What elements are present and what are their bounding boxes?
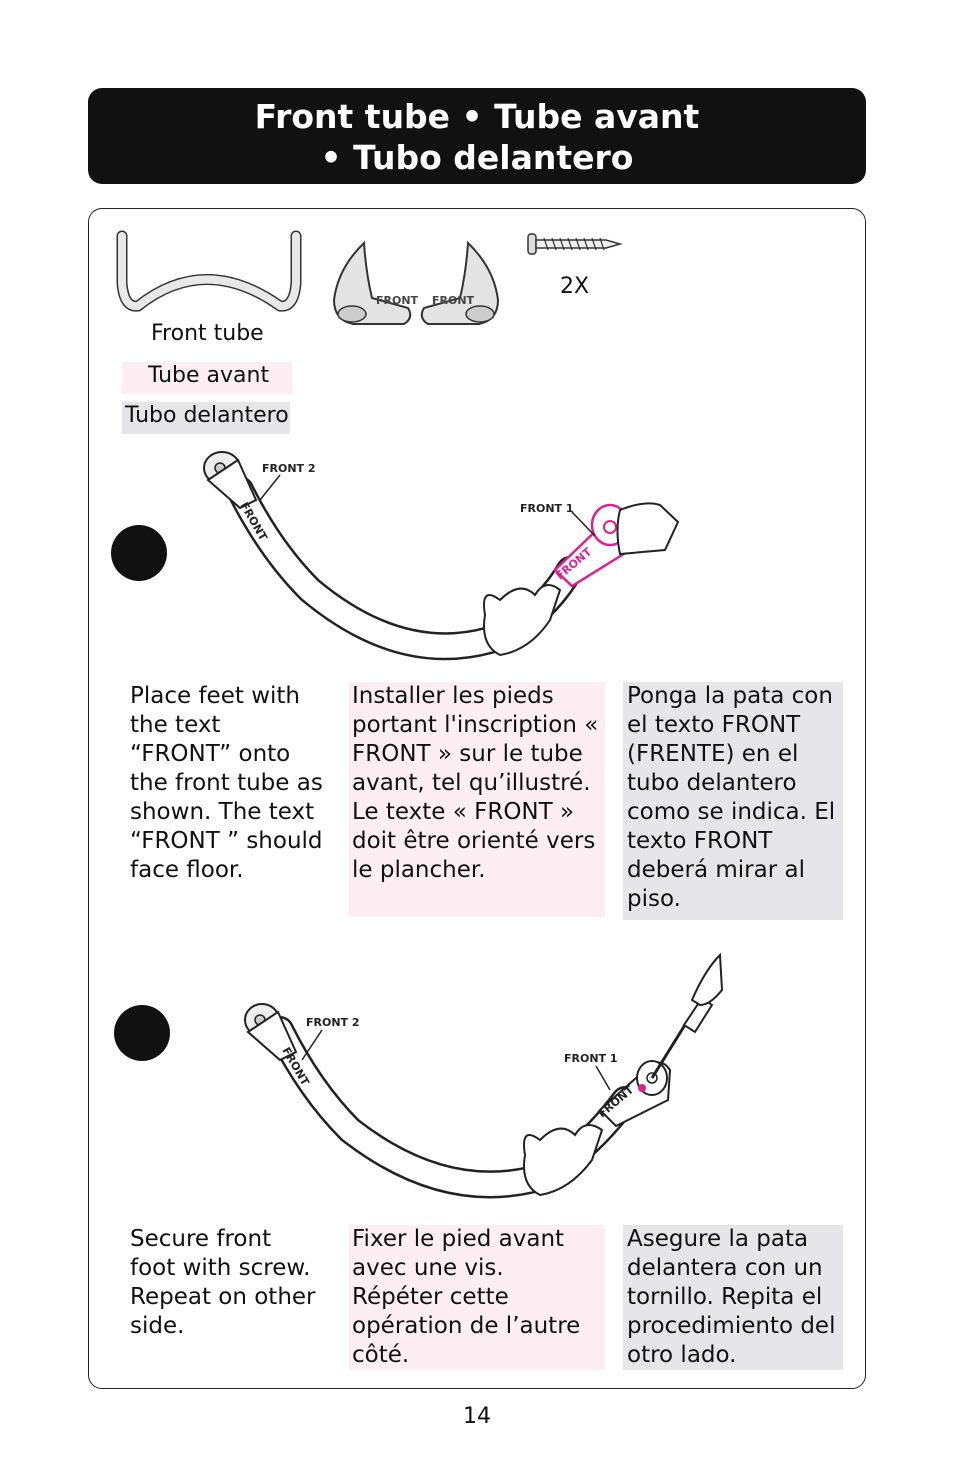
foot-left-text: FRONT	[376, 294, 419, 307]
step-1-text-es: Ponga la pata con el texto FRONT (FRENTE…	[627, 683, 836, 912]
step-2-callout-front1: FRONT 1	[564, 1052, 618, 1065]
page-number: 14	[463, 1404, 491, 1429]
step-1-callout-front1: FRONT 1	[520, 502, 574, 515]
header-title-line2: • Tubo delantero	[320, 138, 634, 177]
part-label-fr: Tube avant	[122, 362, 292, 394]
part-label-fr-text: Tube avant	[148, 363, 270, 388]
step-2-es-box	[623, 1225, 843, 1370]
step-2-callout-front2: FRONT 2	[306, 1016, 360, 1029]
header-title-line1: Front tube • Tube avant	[254, 97, 700, 136]
front-tube-part-illustration	[116, 230, 302, 312]
step-2-text-es: Asegure la pata delantera con un tornill…	[627, 1226, 836, 1368]
part-label-es-text: Tubo delantero	[125, 403, 289, 428]
part-label-es: Tubo delantero	[122, 402, 290, 434]
step-1-text-fr: Installer les pieds portant l'inscriptio…	[352, 683, 599, 883]
step-2-bullet	[114, 1005, 170, 1061]
section-header: Front tube • Tube avant • Tubo delantero	[88, 88, 866, 184]
step-1-illustration: FRONT FRONT 2 FRONT FRONT 1	[203, 451, 680, 661]
step-2-fr-box	[349, 1225, 605, 1370]
step-1-es-box	[623, 682, 843, 920]
front-feet-part-illustration: FRONT FRONT	[332, 240, 500, 325]
step-1-callout-front2: FRONT 2	[262, 462, 316, 475]
foot-right-text: FRONT	[432, 294, 475, 307]
screw-quantity: 2X	[560, 274, 590, 299]
step-1-text-en: Place feet with the text “FRONT” onto th…	[130, 683, 323, 883]
step-1-bullet	[111, 525, 167, 581]
screw-icon	[527, 233, 623, 255]
step-1-fr-box	[349, 682, 605, 917]
instruction-frame	[88, 208, 866, 1389]
step-2-text-en: Secure front foot with screw. Repeat on …	[130, 1226, 316, 1339]
step-2-illustration: FRONT FRONT 2 FRONT FRONT 1	[244, 952, 724, 1199]
part-label-en: Front tube	[151, 321, 264, 346]
step-2-text-fr: Fixer le pied avant avec une vis. Répéte…	[352, 1226, 581, 1368]
